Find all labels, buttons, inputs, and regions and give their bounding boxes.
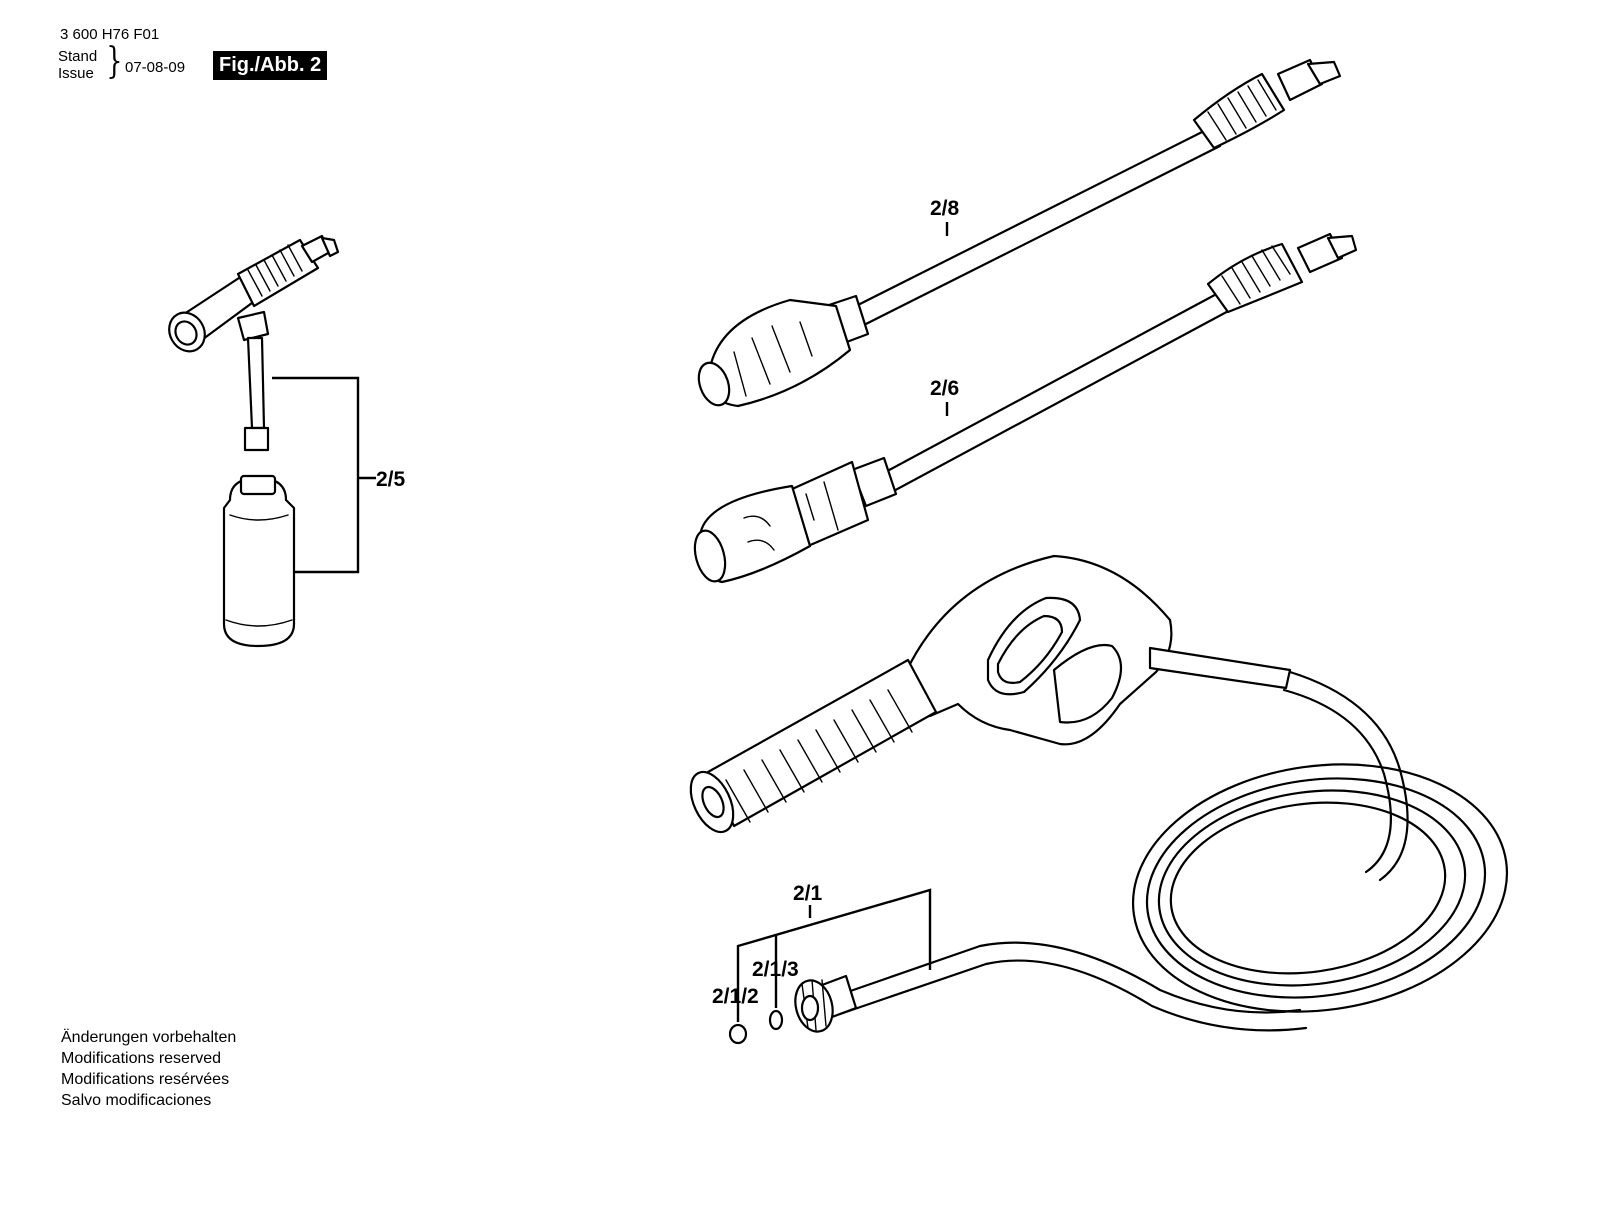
- part-number-2-6: 2/6: [930, 377, 959, 400]
- note-spanish: Salvo modificaciones: [61, 1092, 212, 1109]
- o-ring-2-1-2: [728, 1023, 748, 1045]
- lance-2-6: [693, 232, 1358, 584]
- part-number-2-1: 2/1: [793, 882, 823, 905]
- part-number-2-1-2: 2/1/2: [712, 985, 759, 1008]
- trigger-gun: [689, 554, 1292, 834]
- hose-nut-2-1: [794, 974, 858, 1033]
- brace-symbol: }: [106, 41, 123, 82]
- modification-notes: Änderungen vorbehalten Modifications res…: [61, 1027, 236, 1111]
- part-number-2-8: 2/8: [930, 197, 960, 220]
- document-number: 3 600 H76 F01: [60, 26, 160, 43]
- issue-date: 07-08-09: [125, 59, 186, 76]
- stand-label: Stand: [58, 48, 98, 65]
- lance-2-8: [697, 58, 1342, 408]
- hose-coil: [834, 670, 1509, 1032]
- seal-2-1-3: [768, 1009, 784, 1031]
- bracket-2-5: [272, 376, 376, 574]
- issue-label: Issue: [58, 65, 94, 82]
- note-english: Modifications reserved: [61, 1050, 222, 1067]
- part-number-2-5: 2/5: [376, 468, 406, 491]
- figure-label: Fig./Abb. 2: [213, 51, 328, 80]
- note-french: Modifications resérvées: [61, 1071, 230, 1088]
- bracket-2-1: [736, 888, 932, 1022]
- note-german: Änderungen vorbehalten: [61, 1029, 237, 1046]
- part-number-2-1-3: 2/1/3: [752, 958, 799, 981]
- foam-nozzle-assembly: [168, 234, 340, 648]
